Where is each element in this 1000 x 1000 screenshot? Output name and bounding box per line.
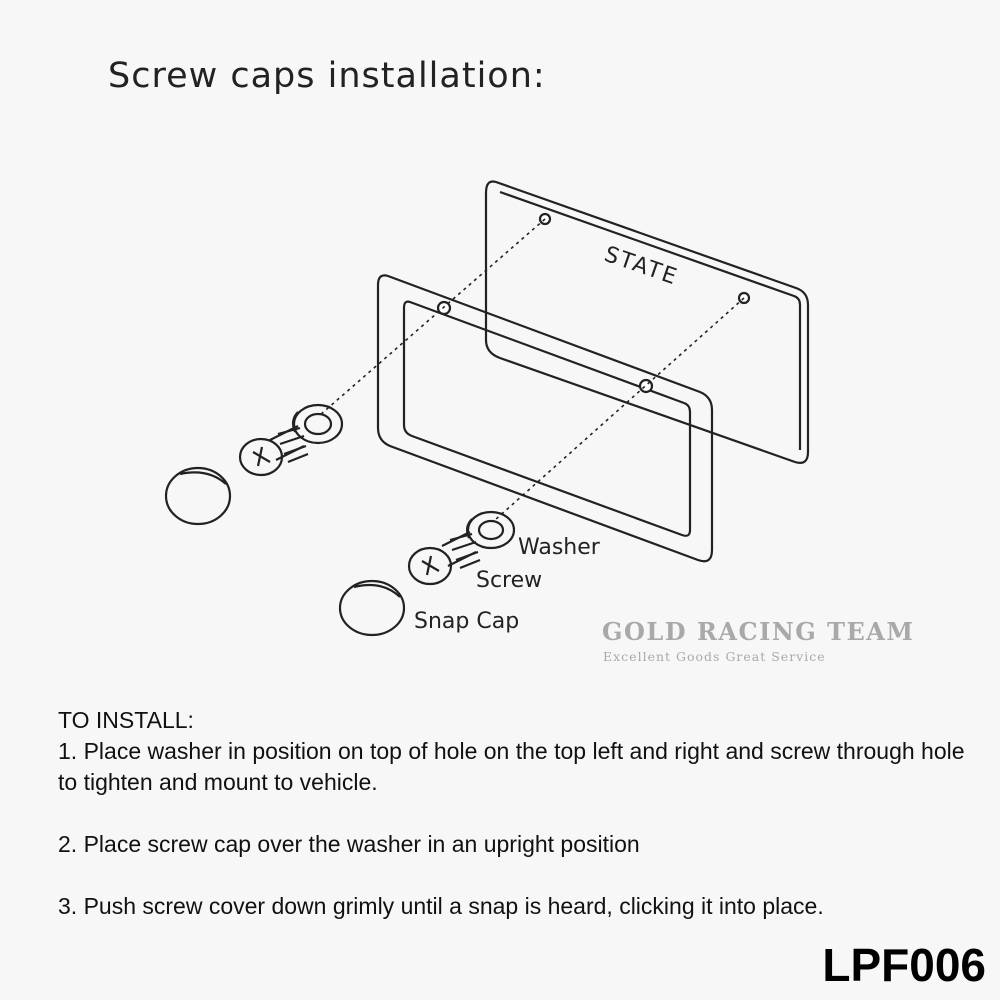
install-instructions: TO INSTALL: 1. Place washer in position … bbox=[58, 705, 978, 922]
plate-frame-opening bbox=[402, 300, 692, 537]
frame-hole-right bbox=[638, 378, 654, 394]
license-plate-inner-edge bbox=[499, 190, 802, 450]
alignment-line-right bbox=[494, 297, 745, 521]
plate-state-text: STATE bbox=[601, 242, 681, 291]
snap-cap-left bbox=[164, 466, 232, 526]
screw-label: Screw bbox=[476, 568, 542, 593]
license-plate bbox=[484, 180, 810, 464]
instructions-heading: TO INSTALL: bbox=[58, 707, 194, 733]
washer-right bbox=[465, 510, 516, 550]
brand-tagline: Excellent Goods Great Service bbox=[603, 649, 826, 664]
page-title: Screw caps installation: bbox=[108, 56, 546, 96]
instruction-step-1: 1. Place washer in position on top of ho… bbox=[58, 738, 965, 795]
instruction-step-2: 2. Place screw cap over the washer in an… bbox=[58, 831, 640, 857]
snap-cap-label: Snap Cap bbox=[414, 609, 519, 634]
product-code: LPF006 bbox=[822, 939, 986, 991]
instruction-step-3: 3. Push screw cover down grimly until a … bbox=[58, 893, 824, 919]
snap-cap-right bbox=[338, 579, 406, 637]
screw-left bbox=[238, 425, 309, 477]
washer-label: Washer bbox=[518, 535, 601, 560]
screw-right bbox=[407, 531, 481, 586]
alignment-line-left bbox=[319, 218, 546, 416]
plate-frame bbox=[376, 274, 714, 563]
brand-watermark: GOLD RACING TEAM bbox=[602, 617, 915, 646]
installation-diagram: STATE Washer Screw Snap Cap bbox=[164, 180, 810, 637]
